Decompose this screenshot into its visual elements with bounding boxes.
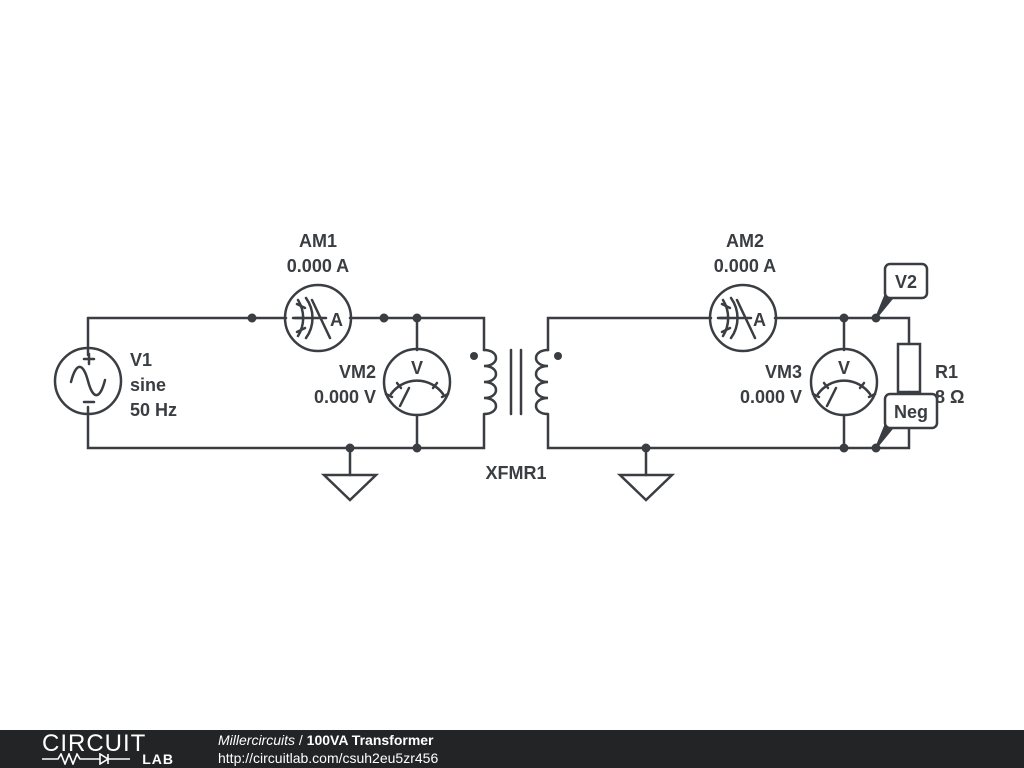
am2-reading: 0.000 A — [714, 256, 776, 276]
am1-symbol: A — [330, 310, 343, 330]
vm2-reading: 0.000 V — [314, 387, 376, 407]
vm3-label: VM3 — [765, 362, 802, 382]
secondary-wires — [546, 316, 911, 477]
v1-frequency: 50 Hz — [130, 400, 177, 420]
circuit-title: 100VA Transformer — [306, 732, 434, 748]
ground-icon — [320, 473, 380, 502]
wire-junction — [641, 443, 651, 453]
sine-source-icon[interactable] — [53, 346, 123, 416]
v1-type: sine — [130, 375, 166, 395]
wire-junction — [379, 313, 389, 323]
r1-value: 8 Ω — [935, 387, 964, 407]
am2-symbol: A — [753, 310, 766, 330]
logo-wordmark-top: CIRCUIT — [42, 730, 147, 757]
v1-label: V1 — [130, 350, 152, 370]
wire-junction — [345, 443, 355, 453]
wire-junction — [412, 443, 422, 453]
vm2-symbol: V — [411, 358, 423, 378]
circuit-url-link[interactable]: http://circuitlab.com/csuh2eu5zr456 — [218, 750, 439, 766]
vm3-reading: 0.000 V — [740, 387, 802, 407]
resistor-icon[interactable] — [896, 342, 922, 394]
vm3-symbol: V — [838, 358, 850, 378]
circuitlab-logo[interactable]: CIRCUIT LAB — [42, 730, 174, 767]
footer-bar: CIRCUIT LAB Millercircuits / 100VA Trans… — [0, 730, 1024, 768]
author-link[interactable]: Millercircuits — [218, 732, 295, 748]
footer-title-line: Millercircuits / 100VA Transformer — [218, 732, 434, 748]
vm2-label: VM2 — [339, 362, 376, 382]
wire-junction — [247, 313, 257, 323]
am2-label: AM2 — [726, 231, 764, 251]
probe-v2[interactable]: V2 — [875, 262, 929, 319]
transformer-icon[interactable] — [470, 348, 562, 416]
resistor-diode-glyph-icon — [42, 753, 130, 765]
ammeter-icon[interactable] — [283, 283, 353, 353]
wire-junction — [412, 313, 422, 323]
probe-neg-label: Neg — [894, 402, 928, 422]
title-separator: / — [295, 732, 307, 748]
voltmeter-icon[interactable] — [809, 347, 879, 417]
xfmr1-label: XFMR1 — [485, 463, 546, 483]
ammeter-icon[interactable] — [708, 283, 778, 353]
wire-junction — [839, 443, 849, 453]
schematic-canvas: V1 sine 50 Hz A AM1 0.000 A V VM2 0.000 … — [53, 231, 964, 502]
am1-reading: 0.000 A — [287, 256, 349, 276]
probe-neg[interactable]: Neg — [875, 392, 939, 449]
ground-icon — [616, 473, 676, 502]
primary-wires — [86, 316, 486, 477]
logo-wordmark-bottom: LAB — [42, 751, 174, 767]
voltmeter-icon[interactable] — [382, 347, 452, 417]
am1-label: AM1 — [299, 231, 337, 251]
wire-junction — [839, 313, 849, 323]
probe-v2-label: V2 — [895, 272, 917, 292]
r1-label: R1 — [935, 362, 958, 382]
